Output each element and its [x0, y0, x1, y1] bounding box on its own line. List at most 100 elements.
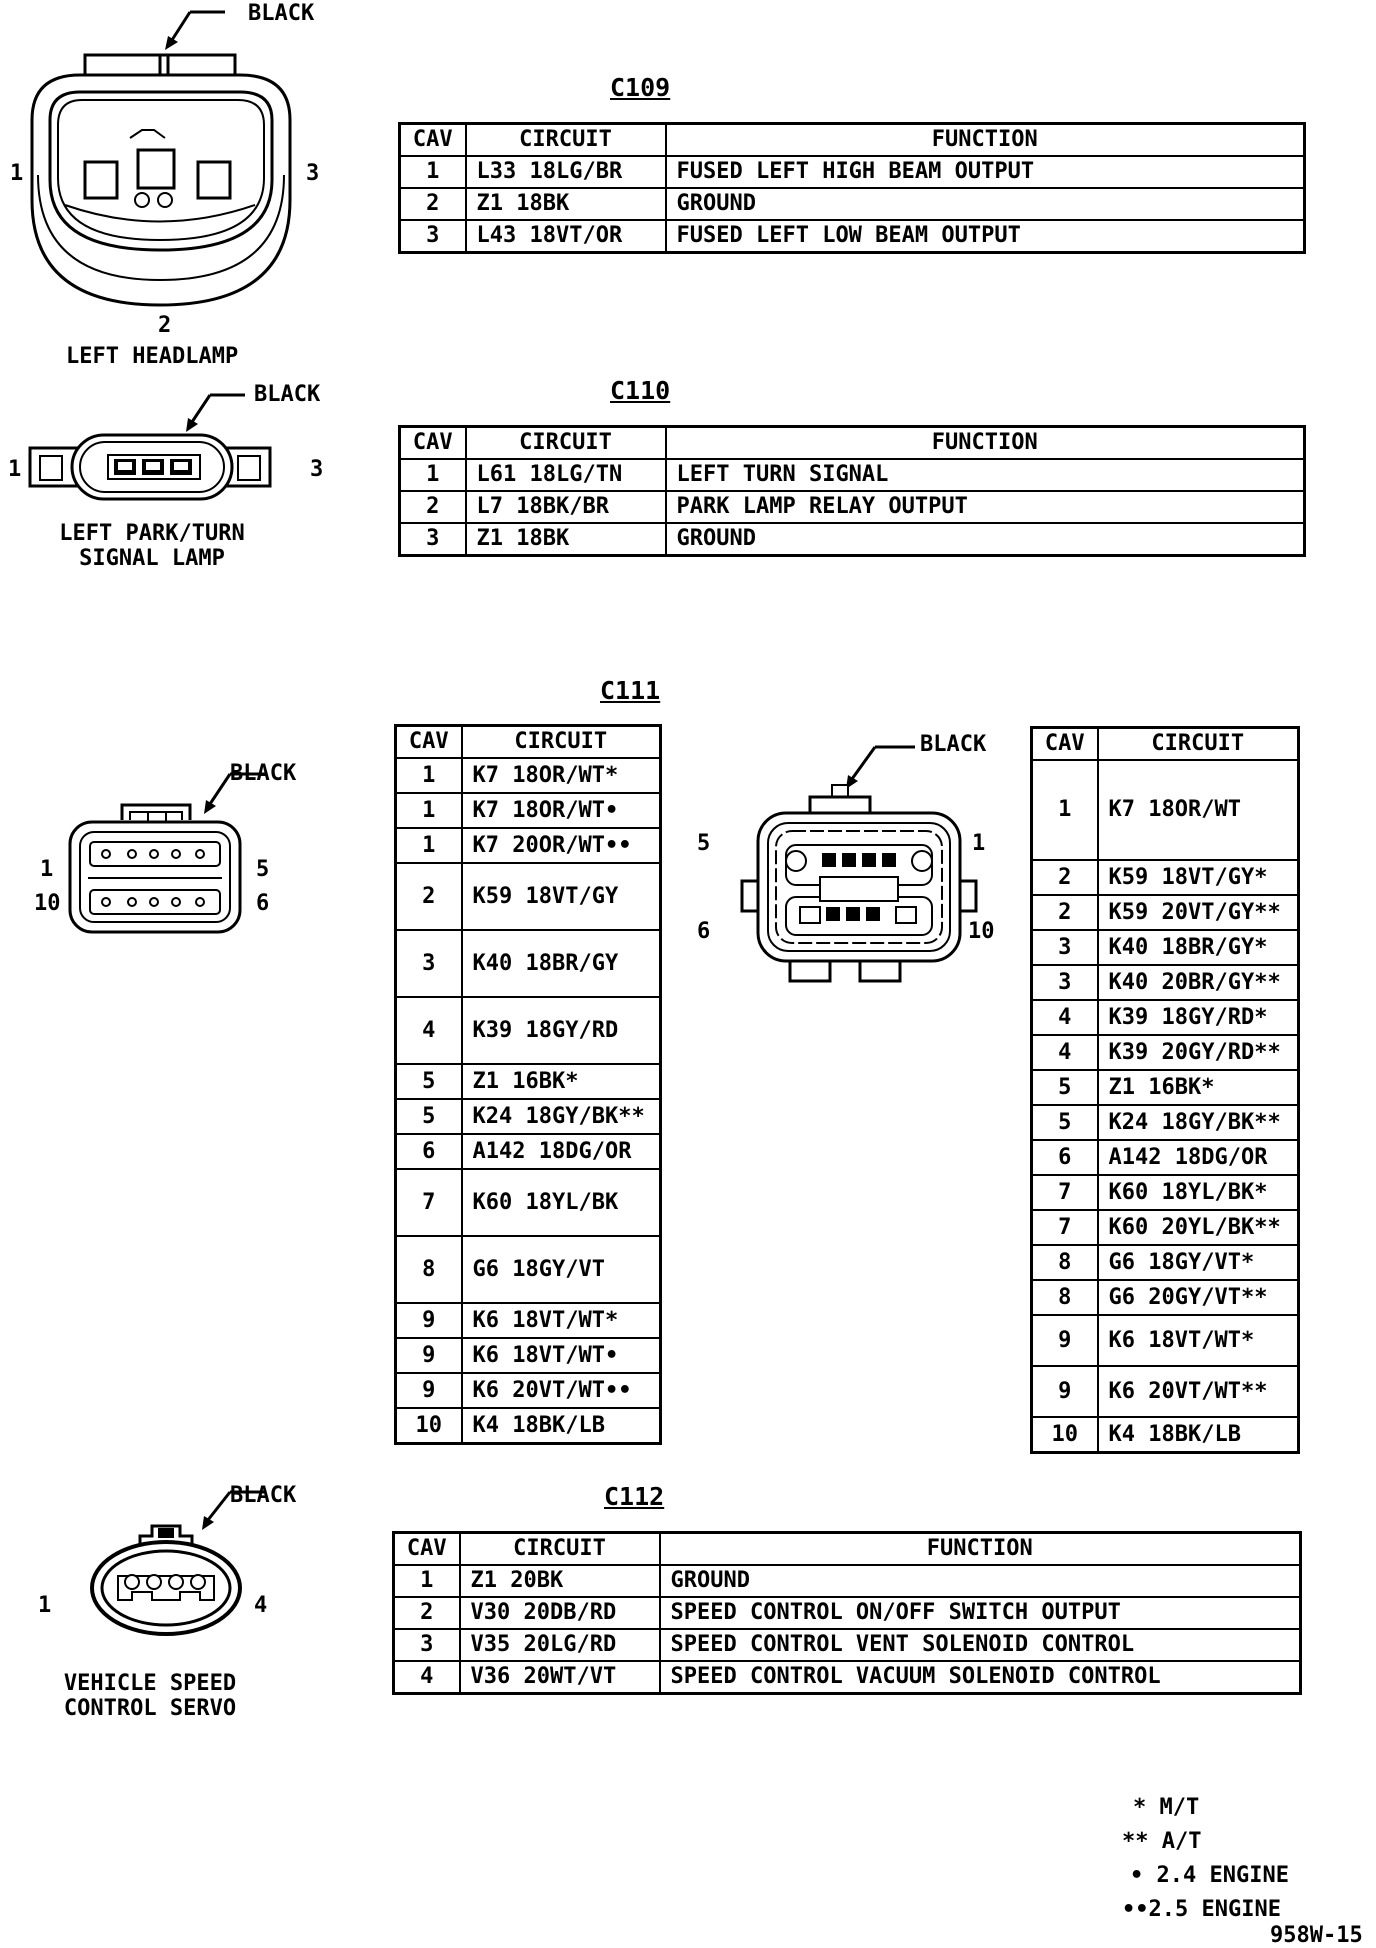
c111-left-pin-10: 10: [34, 891, 61, 916]
cell-cav: 9: [394, 1372, 463, 1409]
cell-cav: 9: [394, 1302, 463, 1339]
header-circuit: CIRCUIT: [1096, 726, 1300, 761]
cell-cav: 3: [1030, 929, 1099, 966]
cell-cav: 1: [398, 155, 467, 189]
cell-circuit: V35 20LG/RD: [458, 1628, 661, 1662]
legend-mt: * M/T: [1133, 1795, 1200, 1820]
cell-cav: 6: [394, 1133, 463, 1170]
table-header: CAV CIRCUIT FUNCTION: [398, 122, 1306, 157]
cell-cav: 1: [394, 827, 463, 864]
figure-id: 958W-15: [1270, 1923, 1363, 1948]
c110-title: C110: [610, 376, 671, 405]
header-cav: CAV: [394, 724, 463, 759]
cell-cav: 4: [1030, 1034, 1099, 1071]
cell-cav: 3: [1030, 964, 1099, 1001]
header-function: FUNCTION: [664, 425, 1306, 460]
cell-cav: 9: [1030, 1365, 1099, 1418]
headlamp-color-label: BLACK: [248, 1, 315, 26]
cell-circuit: K7 18OR/WT*: [460, 757, 662, 794]
cell-cav: 1: [394, 757, 463, 794]
c111-left-pin-6: 6: [256, 891, 270, 916]
legend-at: ** A/T: [1122, 1829, 1202, 1854]
cell-cav: 6: [1030, 1139, 1099, 1176]
servo-pin-4: 4: [254, 1593, 268, 1618]
cell-cav: 5: [1030, 1069, 1099, 1106]
legend-24-engine: • 2.4 ENGINE: [1130, 1863, 1289, 1888]
cell-circuit: K39 18GY/RD*: [1096, 999, 1300, 1036]
servo-color-label: BLACK: [230, 1483, 297, 1508]
cell-circuit: K6 18VT/WT•: [460, 1337, 662, 1374]
cell-function: FUSED LEFT HIGH BEAM OUTPUT: [664, 155, 1306, 189]
c111-title: C111: [600, 676, 661, 705]
park-turn-pin-3: 3: [310, 457, 324, 482]
cell-cav: 4: [394, 996, 463, 1065]
cell-circuit: K60 18YL/BK: [460, 1168, 662, 1237]
headlamp-pin-3: 3: [306, 161, 320, 186]
cell-cav: 7: [1030, 1209, 1099, 1246]
cell-cav: 7: [1030, 1174, 1099, 1211]
cell-circuit: K59 18VT/GY: [460, 862, 662, 931]
table-header: CAV CIRCUIT: [1030, 726, 1300, 761]
cell-cav: 1: [398, 458, 467, 492]
cell-circuit: Z1 16BK*: [1096, 1069, 1300, 1106]
cell-circuit: K6 18VT/WT*: [1096, 1314, 1300, 1367]
servo-connector-drawing: [90, 1490, 265, 1636]
cell-circuit: K24 18GY/BK**: [1096, 1104, 1300, 1141]
cell-cav: 10: [1030, 1416, 1099, 1454]
header-cav: CAV: [1030, 726, 1099, 761]
c111-mid-pin-1: 1: [972, 831, 986, 856]
cell-cav: 2: [398, 187, 467, 221]
cell-circuit: A142 18DG/OR: [460, 1133, 662, 1170]
cell-function: SPEED CONTROL VACUUM SOLENOID CONTROL: [658, 1660, 1302, 1695]
cell-cav: 1: [392, 1564, 461, 1598]
cell-cav: 2: [1030, 859, 1099, 896]
servo-pin-1: 1: [38, 1593, 52, 1618]
cell-circuit: K40 20BR/GY**: [1096, 964, 1300, 1001]
cell-circuit: K6 20VT/WT••: [460, 1372, 662, 1409]
header-cav: CAV: [398, 425, 467, 460]
cell-circuit: Z1 18BK: [464, 522, 667, 557]
cell-circuit: K7 18OR/WT•: [460, 792, 662, 829]
cell-cav: 5: [394, 1098, 463, 1135]
c111-mid-pin-10: 10: [968, 919, 995, 944]
cell-cav: 3: [392, 1628, 461, 1662]
cell-circuit: L7 18BK/BR: [464, 490, 667, 524]
headlamp-pin-2: 2: [158, 313, 172, 338]
header-circuit: CIRCUIT: [464, 122, 667, 157]
headlamp-name: LEFT HEADLAMP: [66, 344, 239, 369]
cell-circuit: K40 18BR/GY*: [1096, 929, 1300, 966]
c111-mid-pin-6: 6: [697, 919, 711, 944]
cell-cav: 1: [394, 792, 463, 829]
c109-title: C109: [610, 73, 671, 102]
cell-cav: 10: [394, 1407, 463, 1445]
table-header: CAV CIRCUIT FUNCTION: [398, 425, 1306, 460]
cell-cav: 1: [1030, 759, 1099, 861]
